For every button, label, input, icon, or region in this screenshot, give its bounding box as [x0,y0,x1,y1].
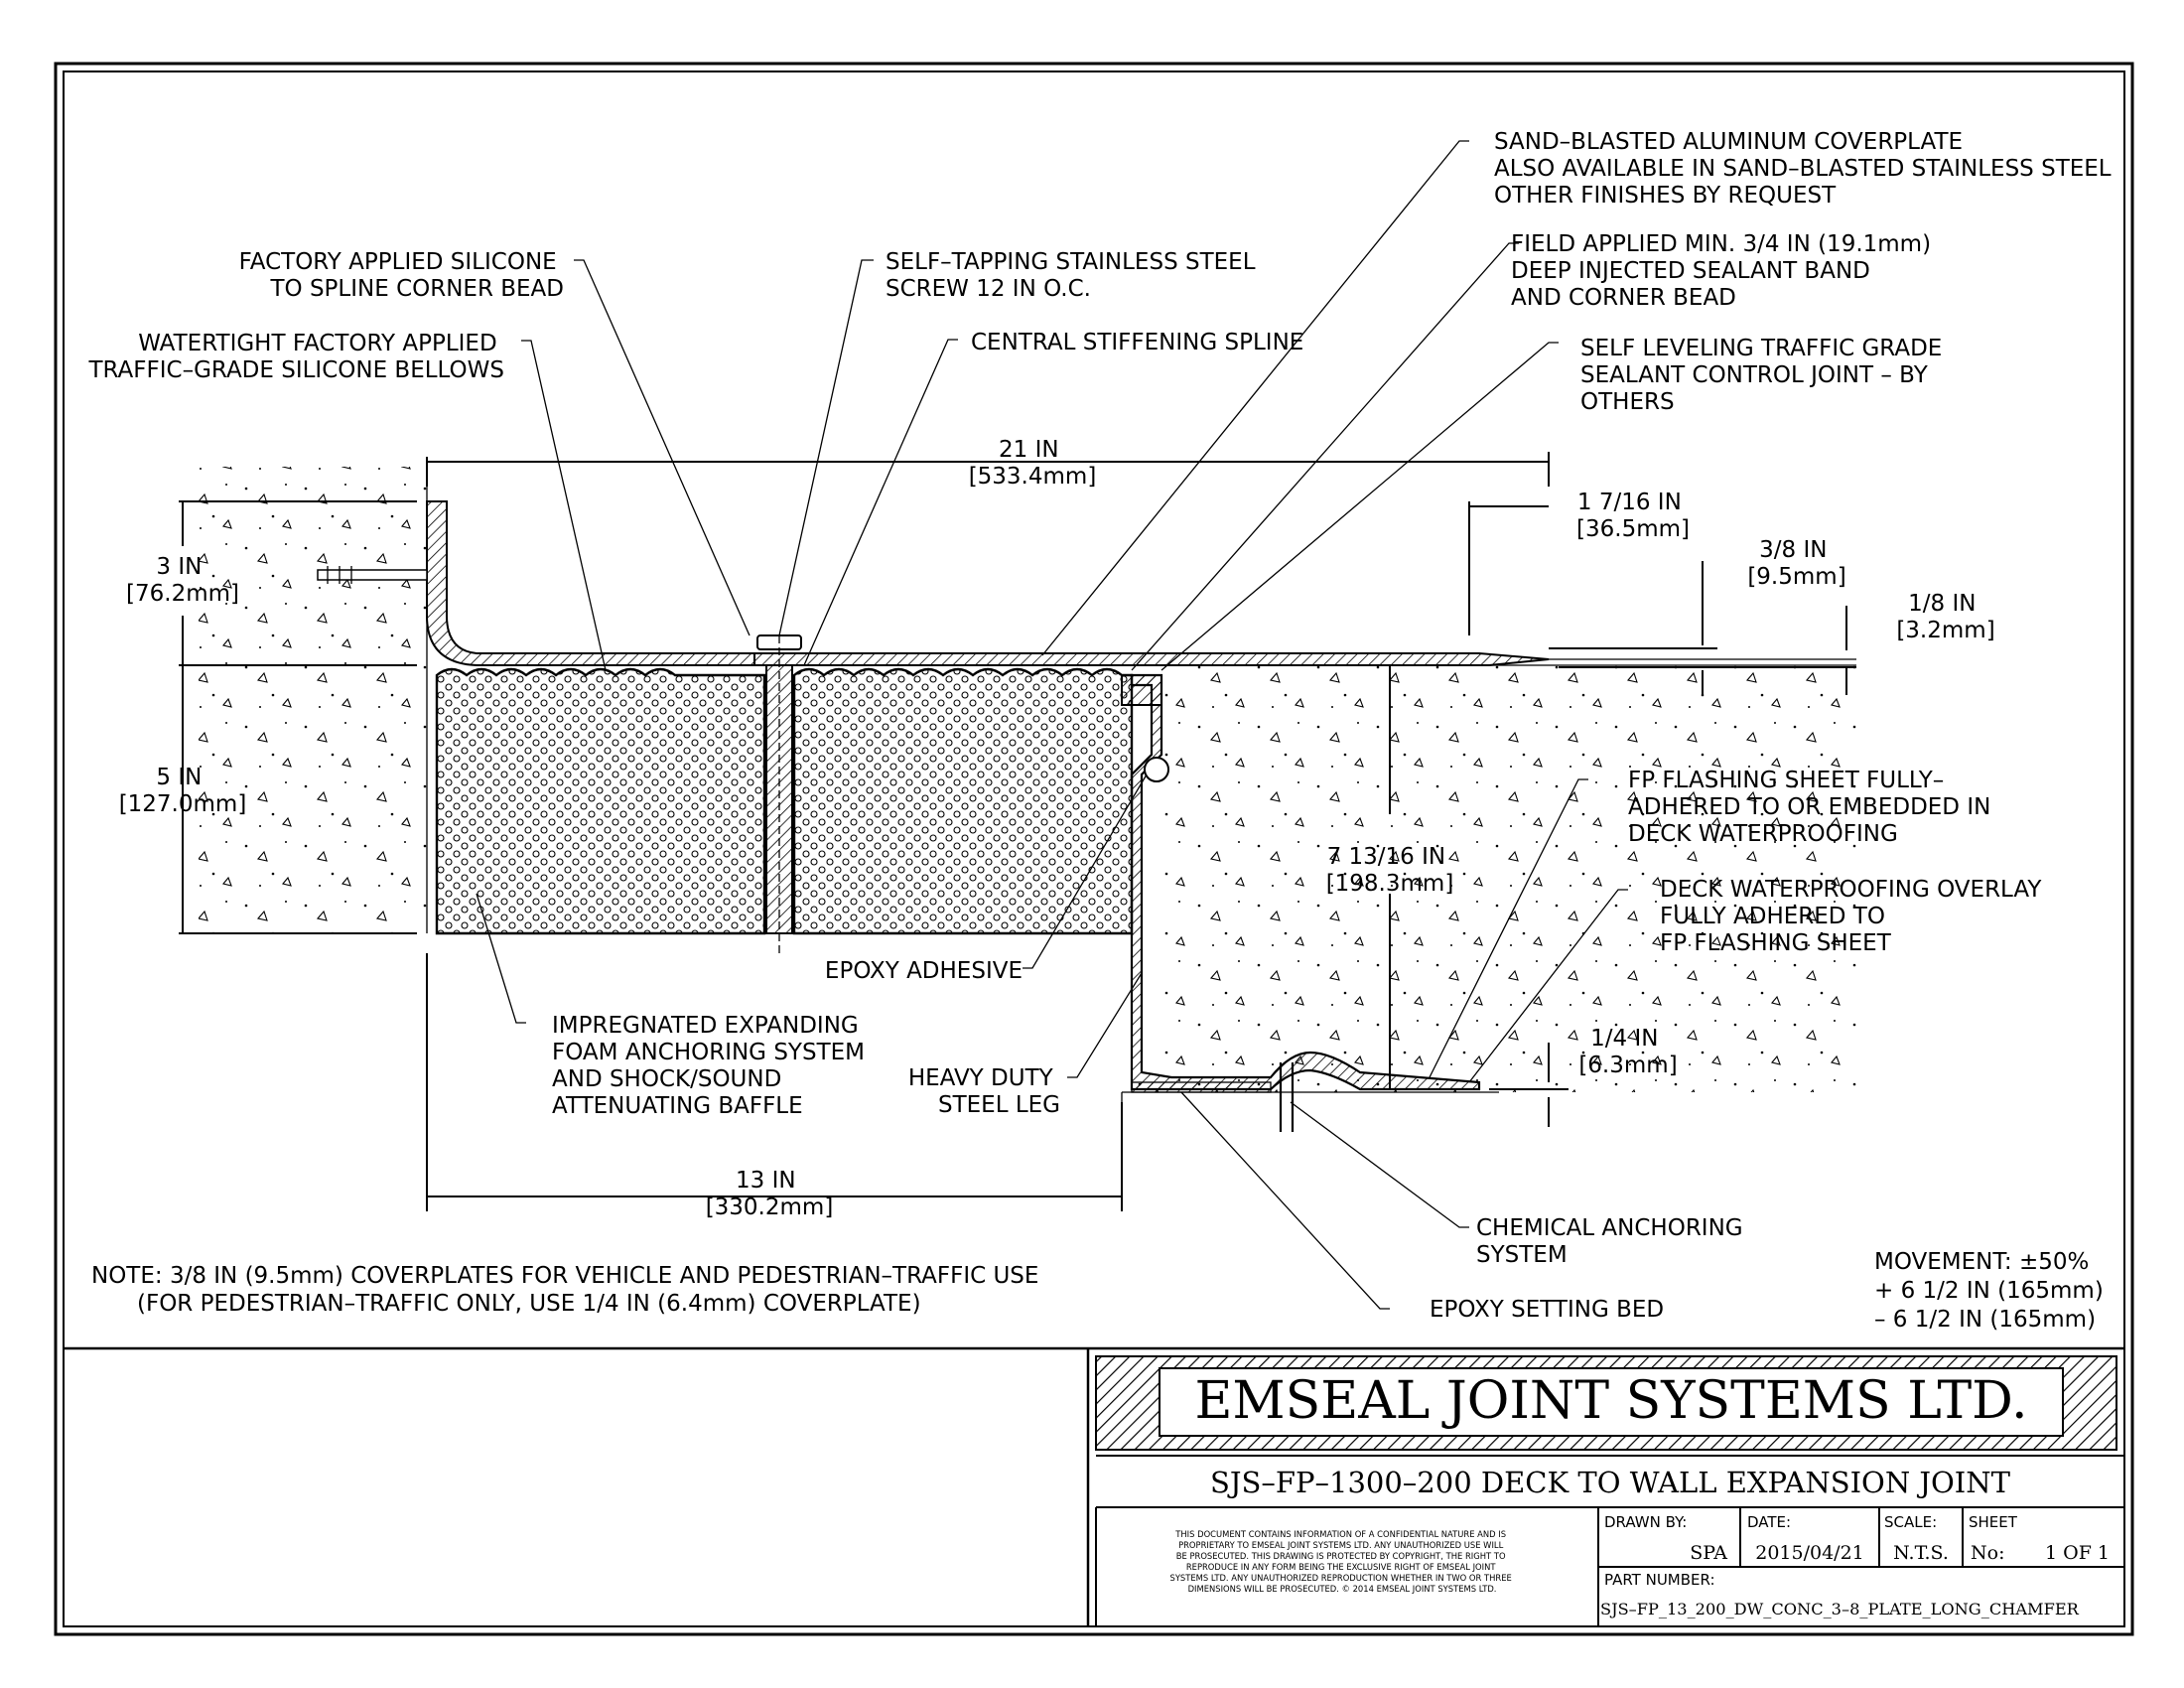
drawn-by-label: DRAWN BY: [1604,1513,1687,1531]
part-number-value: SJS–FP_13_200_DW_CONC_3–8_PLATE_LONG_CHA… [1600,1600,2080,1618]
scale-value: N.T.S. [1893,1542,1949,1564]
date-value: 2015/04/21 [1755,1542,1864,1564]
dimension-3-8-in: 3/8 IN [9.5mm] [1747,537,1845,590]
dimension-7-13-16-in: 7 13/16 IN [198.3mm] [1326,844,1454,897]
callout-setting-bed: EPOXY SETTING BED [1430,1297,1664,1323]
sheet-value: 1 OF 1 [2045,1542,2110,1564]
dimension-13-in: 13 IN [330.2mm] [706,1168,834,1220]
dimension-21-in: 21 IN [533.4mm] [969,437,1097,490]
dimension-1-4-in: 1/4 IN [6.3mm] [1578,1026,1677,1078]
part-number-label: PART NUMBER: [1604,1571,1715,1589]
sheet-no-label: No: [1971,1542,2004,1564]
callout-anchoring: CHEMICAL ANCHORING SYSTEM [1476,1215,1750,1268]
sheet-label: SHEET [1969,1513,2018,1531]
scale-label: SCALE: [1884,1513,1937,1531]
callout-epoxy-adhesive: EPOXY ADHESIVE [825,958,1023,984]
movement-spec: MOVEMENT: ±50% + 6 1/2 IN (165mm) – 6 1/… [1874,1249,2111,1333]
dimension-3-in: 3 IN [76.2mm] [126,554,239,607]
wall-angle-coverplate [426,500,755,666]
epoxy-setting-bed [1131,1081,1272,1093]
callout-flashing: FP FLASHING SHEET FULLY– ADHERED TO OR E… [1628,768,1998,847]
dimension-5-in: 5 IN [127.0mm] [119,765,247,817]
coverplate [753,652,1856,666]
concrete-wall [199,467,428,933]
inner-border [63,70,2125,1627]
dimension-1-7-16-in: 1 7/16 IN [36.5mm] [1576,490,1690,542]
callout-silicone-bead: FACTORY APPLIED SILICONE TO SPLINE CORNE… [239,249,564,302]
confidentiality-notice: THIS DOCUMENT CONTAINS INFORMATION OF A … [1170,1529,1515,1594]
drawing-title: SJS–FP–1300–200 DECK TO WALL EXPANSION J… [1210,1466,2011,1499]
outer-border [54,62,2134,1636]
dimension-1-8-in: 1/8 IN [3.2mm] [1896,591,1994,643]
callout-screw: SELF–TAPPING STAINLESS STEEL SCREW 12 IN… [886,249,1263,302]
callout-control-joint: SELF LEVELING TRAFFIC GRADE SEALANT CONT… [1580,336,1950,415]
callout-sealant-band: FIELD APPLIED MIN. 3/4 IN (19.1mm) DEEP … [1511,231,1938,311]
company-name: EMSEAL JOINT SYSTEMS LTD. [1194,1371,2027,1431]
callout-foam: IMPREGNATED EXPANDING FOAM ANCHORING SYS… [552,1013,872,1119]
drawn-by-value: SPA [1690,1542,1727,1564]
date-label: DATE: [1747,1513,1791,1531]
callout-coverplate: SAND–BLASTED ALUMINUM COVERPLATE ALSO AV… [1494,129,2118,209]
foam-block-left [435,667,766,935]
coverplate-note: NOTE: 3/8 IN (9.5mm) COVERPLATES FOR VEH… [91,1263,1046,1317]
wall-anchor-bolt [317,566,428,584]
title-block [1095,1355,2124,1626]
dimension-lines [179,452,1856,1211]
foam-block-right [792,667,1134,935]
callout-steel-leg: HEAVY DUTY STEEL LEG [908,1065,1060,1118]
callout-overlay: DECK WATERPROOFING OVERLAY FULLY ADHERED… [1660,877,2049,956]
leader-lines [476,140,1628,1310]
callout-bellows: WATERTIGHT FACTORY APPLIED TRAFFIC–GRADE… [87,331,504,383]
heavy-duty-steel-leg [1121,673,1481,1132]
callout-spline: CENTRAL STIFFENING SPLINE [971,330,1303,355]
